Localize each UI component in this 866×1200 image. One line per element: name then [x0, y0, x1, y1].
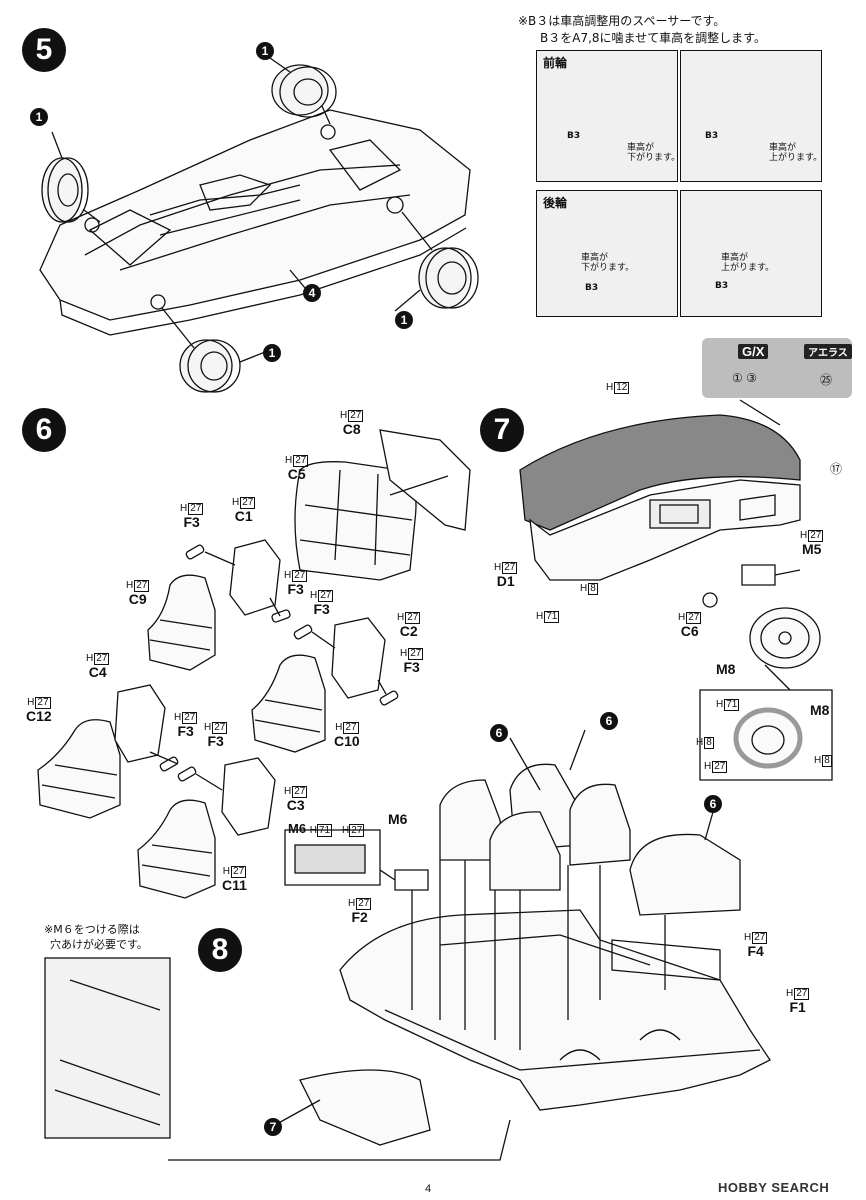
callout-wheel-1: 1 — [256, 42, 274, 60]
step-6-badge: 6 — [22, 408, 66, 452]
lower-text: 車高が 下がります。 — [627, 143, 678, 163]
callout-seat-6-b: 6 — [600, 712, 618, 730]
callout-step7: 7 — [264, 1118, 282, 1136]
callout-seat-6-a: 6 — [490, 724, 508, 742]
seat-drawings — [37, 429, 471, 899]
chassis-drawing — [39, 109, 471, 336]
b3-label: B3 — [567, 131, 581, 141]
gx-paint-numbers: ① ③ — [732, 371, 757, 385]
drill-note-line1: ※M６をつける際は — [44, 923, 140, 936]
rear-raised-panel: 車高が 上がります。 B3 — [680, 190, 822, 317]
spacer-note-line1: ※B３は車高調整用のスペーサーです。 — [518, 14, 726, 28]
step-7-badge: 7 — [480, 408, 524, 452]
rear-wheel-label: 後輪 — [543, 196, 568, 210]
aeras-label: アエラス — [804, 344, 852, 359]
wheels — [41, 64, 479, 393]
part-m8-detail: M8 — [810, 702, 830, 718]
gx-label: G/X — [738, 344, 769, 359]
raise-text: 車高が 上がります。 — [721, 253, 775, 273]
raise-text: 車高が 上がります。 — [769, 143, 822, 163]
part-m8: M8 — [716, 661, 736, 677]
watermark: HOBBY SEARCH — [718, 1180, 830, 1195]
part-m6: M6 — [388, 811, 408, 827]
b3-label: B3 — [585, 283, 599, 293]
page-number: 4 — [425, 1183, 432, 1195]
spacer-note-line2: B３をA7,8に噛ませて車高を調整します。 — [540, 31, 766, 45]
rear-lowered-panel: 後輪 車高が 下がります。 B3 — [536, 190, 678, 317]
interior-drawing — [44, 729, 771, 1161]
callout-wheel-4: 1 — [263, 344, 281, 362]
b3-label: B3 — [715, 281, 729, 291]
front-lowered-panel: 前輪 B3 車高が 下がります。 — [536, 50, 678, 182]
aeras-paint-number: ㉕ — [820, 373, 833, 387]
drill-note-line2: 穴あけが必要です。 — [50, 938, 148, 951]
front-wheel-label: 前輪 — [543, 56, 568, 70]
callout-seat-6-c: 6 — [704, 795, 722, 813]
step-5-badge: 5 — [22, 28, 66, 72]
callout-step4: 4 — [303, 284, 321, 302]
callout-wheel-3: 1 — [395, 311, 413, 329]
step-8-badge: 8 — [198, 928, 242, 972]
paint-chart: G/X アエラス ① ③ ㉕ — [702, 338, 852, 398]
paint-17: ⑰ — [830, 462, 843, 476]
callout-wheel-2: 1 — [30, 108, 48, 126]
b3-label: B3 — [705, 131, 719, 141]
lower-text: 車高が 下がります。 — [581, 253, 635, 273]
front-raised-panel: B3 車高が 上がります。 — [680, 50, 822, 182]
dashboard-drawing — [519, 399, 833, 781]
